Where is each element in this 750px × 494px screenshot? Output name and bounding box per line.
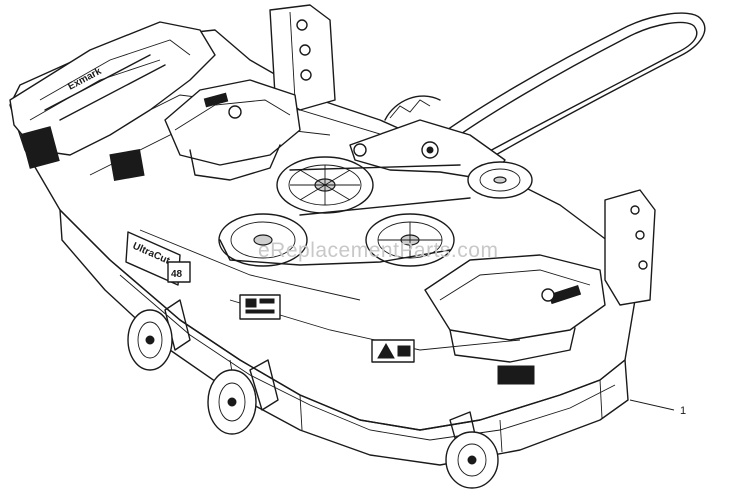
watermark: eReplacementParts.com xyxy=(258,239,498,262)
warning-decal-right xyxy=(497,365,535,385)
idler-arm xyxy=(349,95,506,181)
left-spindle-cover xyxy=(164,79,301,181)
callout-label: 1 xyxy=(680,405,686,417)
caster-wheel-center xyxy=(207,359,279,435)
pulley-center-top xyxy=(276,156,374,214)
caster-wheel-right xyxy=(445,411,499,489)
deck-badge: UltraCut 48 xyxy=(125,231,191,286)
deck-size-text: 48 xyxy=(171,269,183,280)
caster-wheel-left xyxy=(127,299,191,371)
right-spindle-cover xyxy=(424,254,606,363)
warning-decal-left xyxy=(239,294,281,320)
side-decal xyxy=(109,149,145,181)
right-bracket xyxy=(604,189,656,306)
pulley-left xyxy=(218,213,308,267)
drive-belt xyxy=(419,12,706,171)
pulley-idler xyxy=(467,161,533,199)
left-belt-cover: Exmark xyxy=(9,21,216,169)
warning-decal-center xyxy=(371,339,415,363)
deck-belt xyxy=(219,164,471,266)
callout-1: 1 xyxy=(629,399,686,417)
